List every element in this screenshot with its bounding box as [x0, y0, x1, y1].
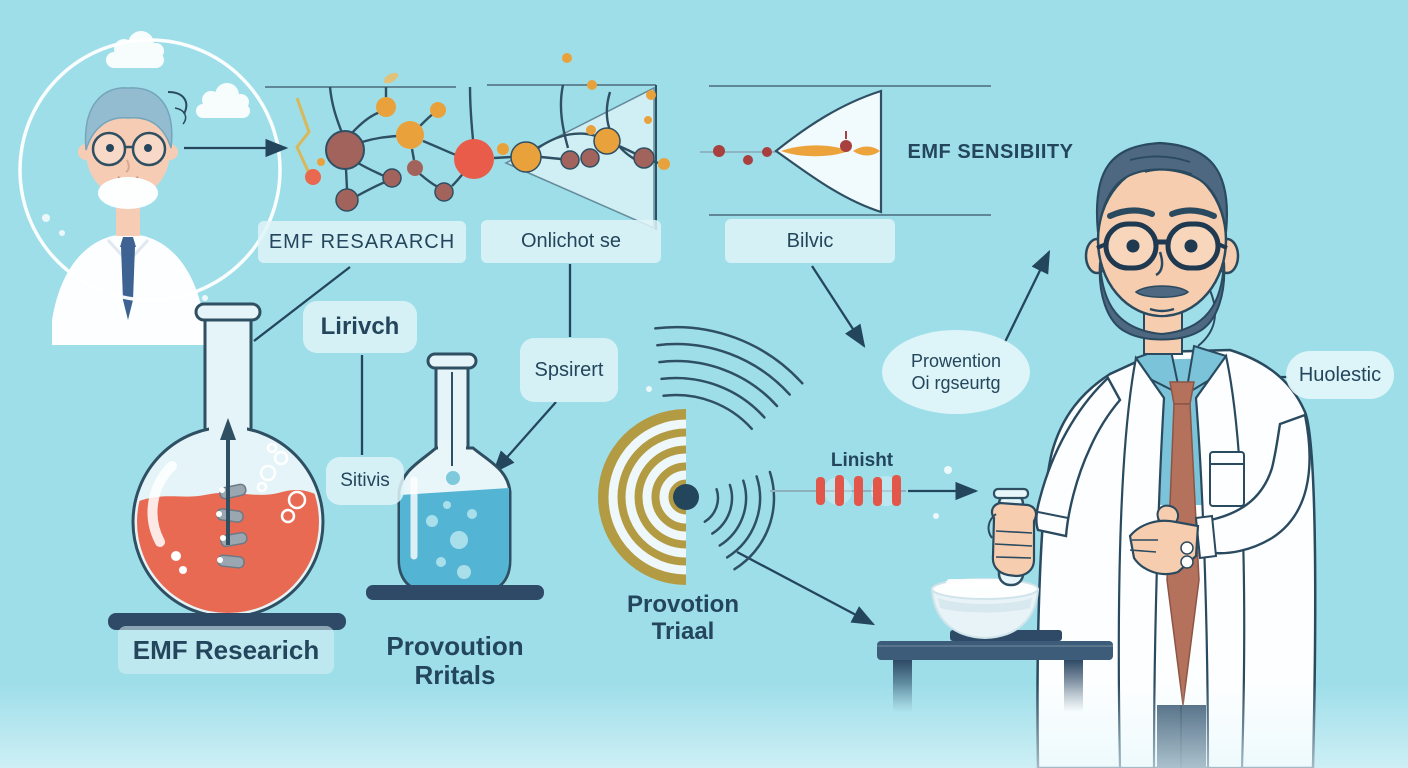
round-flask-caption: EMF Researich: [118, 626, 334, 674]
cone-diagram: [700, 89, 883, 214]
lirivch-callout: Lirivch: [303, 301, 417, 353]
spsirert-callout: Spsirert: [520, 338, 618, 402]
scientist-figure: [1035, 141, 1317, 768]
provotion-line2: Triaal: [651, 618, 715, 645]
bottle-flask-icon: [366, 352, 544, 600]
scientist-right-hand: [1128, 504, 1200, 576]
signal-pulse-icon: [770, 475, 979, 506]
bottle-caption-line1: Provoution: [386, 630, 524, 661]
provotion-triaal-caption: Provotion Triaal: [618, 588, 748, 650]
emf-sensibiity-caption: EMF SENSIBIITY: [907, 140, 1074, 163]
funnel-panel-label: Onlichot se: [481, 220, 661, 263]
radiation-speaker-icon: [598, 409, 699, 585]
panel-guides: [265, 84, 991, 216]
bottle-caption-line2: Rritals: [414, 660, 496, 690]
prowention-bubble: Prowention Oi rgseurtg: [882, 330, 1030, 414]
lightning-icon: [295, 97, 315, 183]
cone-panel-label: Bilvic: [725, 219, 895, 263]
prowention-line2: Oi rgseurtg: [911, 373, 1001, 393]
coat-pocket: [1209, 451, 1245, 507]
bottle-flask-caption: Provoution Rritals: [379, 628, 531, 694]
provotion-line1: Provotion: [627, 591, 739, 619]
molecule-panel-label: EMF RESARARCH: [258, 221, 466, 263]
bowl-icon: [930, 578, 1040, 640]
scientist-left-hand: [987, 501, 1038, 578]
researcher-avatar: [18, 38, 282, 345]
prowention-line1: Prowention: [910, 350, 1002, 371]
linisht-caption: Linisht: [830, 450, 894, 471]
wave-arcs-icon: [654, 325, 804, 571]
sitivis-callout: Sitivis: [326, 457, 404, 505]
huolestic-callout: Huolestic: [1286, 351, 1394, 399]
molecule-network-diagram: [295, 53, 670, 212]
face-mask-icon: [98, 177, 158, 209]
round-flask-icon: [108, 302, 346, 630]
